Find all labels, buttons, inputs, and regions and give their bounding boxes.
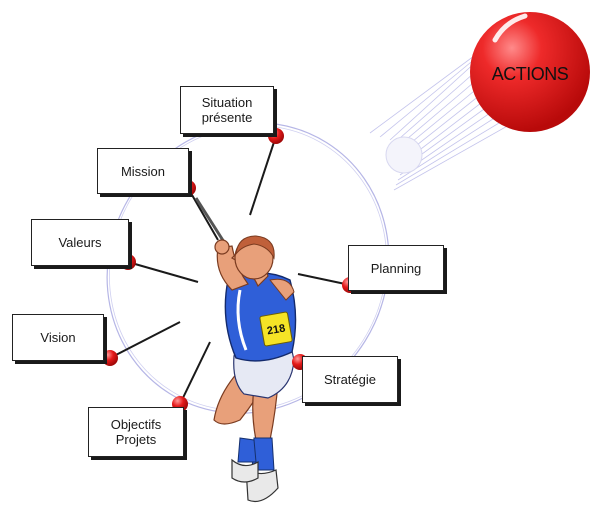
label-vision-text: Vision — [40, 330, 76, 345]
label-situation-line2: présente — [201, 110, 253, 125]
hammer-thrower: 218 — [194, 197, 297, 503]
label-mission: Mission — [97, 148, 189, 194]
label-planning-text: Planning — [370, 260, 422, 276]
label-objectifs-line2: Projets — [115, 432, 157, 447]
actions-ball — [470, 12, 590, 132]
label-situation-presente: Situation présente — [180, 86, 274, 134]
label-vision: Vision — [12, 314, 104, 361]
connector-lines — [109, 135, 351, 405]
label-planning: Planning — [348, 245, 444, 291]
label-objectifs-projets: Objectifs Projets — [88, 407, 184, 457]
label-strategie-text: Stratégie — [323, 372, 377, 387]
label-objectifs-line1: Objectifs — [110, 417, 162, 432]
bib-number: 218 — [266, 322, 286, 337]
ball-highlight — [492, 13, 528, 43]
label-strategie: Stratégie — [302, 356, 398, 403]
orbit — [106, 122, 390, 414]
node-vision — [102, 350, 118, 366]
ghost-ball — [385, 136, 423, 174]
label-valeurs: Valeurs — [31, 219, 129, 266]
actions-label: ACTIONS — [491, 64, 569, 84]
bib — [259, 311, 293, 347]
label-valeurs-text: Valeurs — [58, 235, 102, 250]
label-situation-line1: Situation — [201, 95, 253, 110]
hammer-wire — [194, 197, 226, 243]
label-mission-text: Mission — [120, 163, 166, 179]
